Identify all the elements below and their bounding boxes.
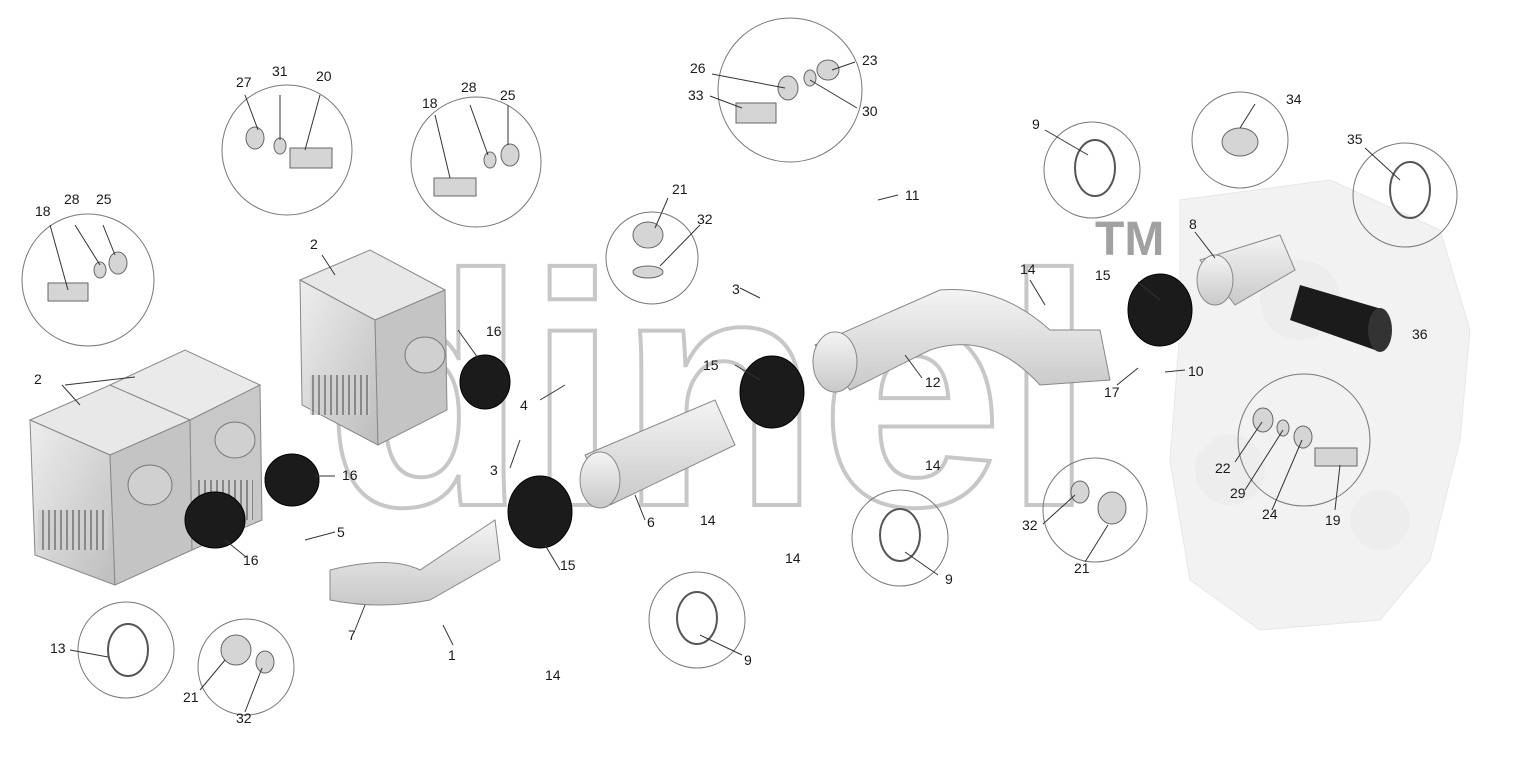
detail-circles — [21, 17, 1458, 716]
callout-14-e: 14 — [545, 667, 561, 683]
callout-16-a: 16 — [486, 323, 502, 339]
callout-21-right: 21 — [1074, 560, 1090, 576]
callout-9-bottom: 9 — [744, 652, 752, 668]
callout-10: 10 — [1188, 363, 1204, 379]
callout-9-top: 9 — [1032, 116, 1040, 132]
hose-clamps — [107, 139, 1431, 677]
rubber-couplings — [184, 273, 1193, 549]
callout-36: 36 — [1412, 326, 1428, 342]
callout-2-left: 2 — [34, 371, 42, 387]
callout-24: 24 — [1262, 506, 1278, 522]
engine-background — [1169, 179, 1471, 631]
callout-18-mid: 18 — [422, 95, 438, 111]
hardware — [47, 59, 1358, 674]
callout-15-c: 15 — [1095, 267, 1111, 283]
callout-30: 30 — [862, 103, 878, 119]
callout-25-left: 25 — [96, 191, 112, 207]
callout-14-d: 14 — [785, 550, 801, 566]
callout-1: 1 — [448, 647, 456, 663]
callout-22: 22 — [1215, 460, 1231, 476]
callout-5: 5 — [337, 524, 345, 540]
callout-35: 35 — [1347, 131, 1363, 147]
heater-unit-upper — [298, 249, 448, 446]
heater-unit-left — [28, 384, 193, 586]
svg-text:TM: TM — [1095, 213, 1164, 266]
callout-6: 6 — [647, 514, 655, 530]
callout-4: 4 — [520, 397, 528, 413]
callout-28-mid: 28 — [461, 79, 477, 95]
callout-28-left: 28 — [64, 191, 80, 207]
callout-34: 34 — [1286, 91, 1302, 107]
watermark: dinel TM — [323, 204, 1164, 577]
callout-26: 26 — [690, 60, 706, 76]
svg-text:dinel: dinel — [325, 206, 1095, 575]
callout-32-right: 32 — [1022, 517, 1038, 533]
callout-20: 20 — [316, 68, 332, 84]
callout-21-left: 21 — [183, 689, 199, 705]
callout-13: 13 — [50, 640, 66, 656]
callout-31: 31 — [272, 63, 288, 79]
callout-3-right: 3 — [732, 281, 740, 297]
black-sleeve-36 — [1290, 285, 1392, 352]
callout-16-c: 16 — [243, 552, 259, 568]
callout-25-mid: 25 — [500, 87, 516, 103]
callout-14-c: 14 — [700, 512, 716, 528]
callout-32-left: 32 — [236, 710, 252, 726]
callout-7: 7 — [348, 627, 356, 643]
callout-labels: 1 2 2 3 3 4 5 6 7 8 9 9 9 10 11 12 13 14… — [34, 52, 1428, 726]
callout-3-left: 3 — [490, 462, 498, 478]
callout-27: 27 — [236, 74, 252, 90]
callout-14-b: 14 — [925, 457, 941, 473]
callout-9-mid: 9 — [945, 571, 953, 587]
callout-17: 17 — [1104, 384, 1120, 400]
callout-15-b: 15 — [560, 557, 576, 573]
callout-8: 8 — [1189, 216, 1197, 232]
callout-29: 29 — [1230, 485, 1246, 501]
callout-19: 19 — [1325, 512, 1341, 528]
callout-2-upper: 2 — [310, 236, 318, 252]
callout-12: 12 — [925, 374, 941, 390]
callout-32-top: 32 — [697, 211, 713, 227]
callout-11: 11 — [905, 187, 920, 203]
callout-23: 23 — [862, 52, 878, 68]
callout-21-top: 21 — [672, 181, 688, 197]
callout-18-left: 18 — [35, 203, 51, 219]
callout-33: 33 — [688, 87, 704, 103]
callout-16-b: 16 — [342, 467, 358, 483]
callout-14-a: 14 — [1020, 261, 1036, 277]
callout-15-a: 15 — [703, 357, 719, 373]
leader-lines — [49, 61, 1401, 713]
pipes — [329, 234, 1296, 606]
